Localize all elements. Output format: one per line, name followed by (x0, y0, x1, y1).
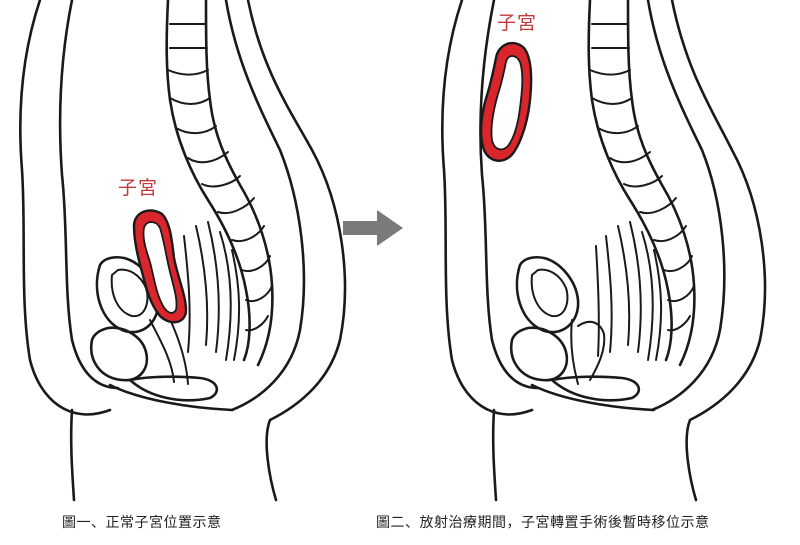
body-outline-back-inner (224, 0, 306, 412)
figure-1-normal-position (19, 0, 347, 502)
body-outline-back-inner (646, 0, 726, 412)
pelvic-floor (530, 383, 656, 412)
body-outline-front-inner (479, 0, 540, 390)
pelvic-floor (108, 383, 234, 412)
leg-line (491, 408, 498, 502)
spine-right (587, 0, 696, 367)
rectum-right (595, 221, 663, 361)
figure-1-caption: 圖一、正常子宮位置示意 (62, 515, 222, 531)
bladder-left (89, 255, 219, 402)
body-outline-front (19, 0, 112, 416)
figure-2-caption: 圖二、放射治療期間，子宮轉置手術後暫時移位示意 (376, 515, 710, 531)
leg-line (69, 408, 76, 502)
uterus-transposed (479, 41, 533, 162)
body-outline-front-inner (58, 0, 120, 390)
bladder-right (509, 255, 641, 402)
uterus-label-figure-2: 子宮 (497, 12, 538, 34)
figure-2-transposed-position (441, 0, 767, 502)
body-outline-back (246, 0, 347, 502)
body-outline-front (441, 0, 534, 416)
body-outline-back (670, 0, 767, 502)
spine-left (165, 0, 274, 367)
rectum-left (183, 221, 241, 361)
uterus-label-figure-1: 子宮 (118, 177, 159, 199)
uterus-normal (132, 209, 188, 324)
arrow-right-icon (343, 210, 403, 246)
